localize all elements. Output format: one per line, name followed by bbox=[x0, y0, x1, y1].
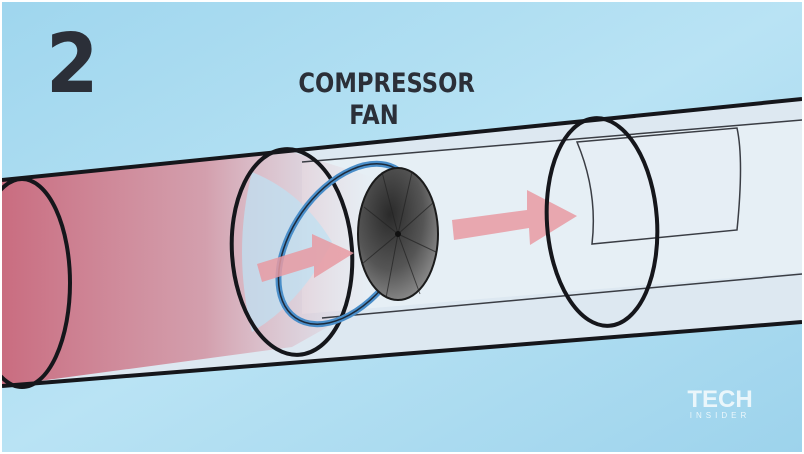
tube-right-ring bbox=[544, 116, 660, 328]
intake-cone bbox=[242, 172, 332, 332]
brand-logo: TECH INSIDER bbox=[680, 386, 760, 421]
tube-top-edge bbox=[2, 97, 802, 182]
tube-inner-top bbox=[301, 119, 802, 163]
tube-bottom-edge bbox=[2, 320, 802, 388]
intake-ring bbox=[229, 147, 355, 357]
compressor-fan-icon bbox=[275, 160, 439, 328]
tube-left-cap bbox=[2, 177, 72, 389]
label-line-2: FAN bbox=[349, 100, 399, 131]
label-line-1: COMPRESSOR bbox=[298, 68, 475, 99]
logo-main-text: TECH bbox=[687, 386, 753, 413]
compressor-fan-label: COMPRESSOR FAN bbox=[298, 68, 475, 132]
combustion-chamber bbox=[575, 127, 742, 245]
logo-sub-text: INSIDER bbox=[689, 411, 751, 420]
airflow-arrow-icon bbox=[257, 234, 354, 282]
step-number: 2 bbox=[46, 17, 98, 112]
tube-inner-bottom bbox=[321, 273, 802, 319]
